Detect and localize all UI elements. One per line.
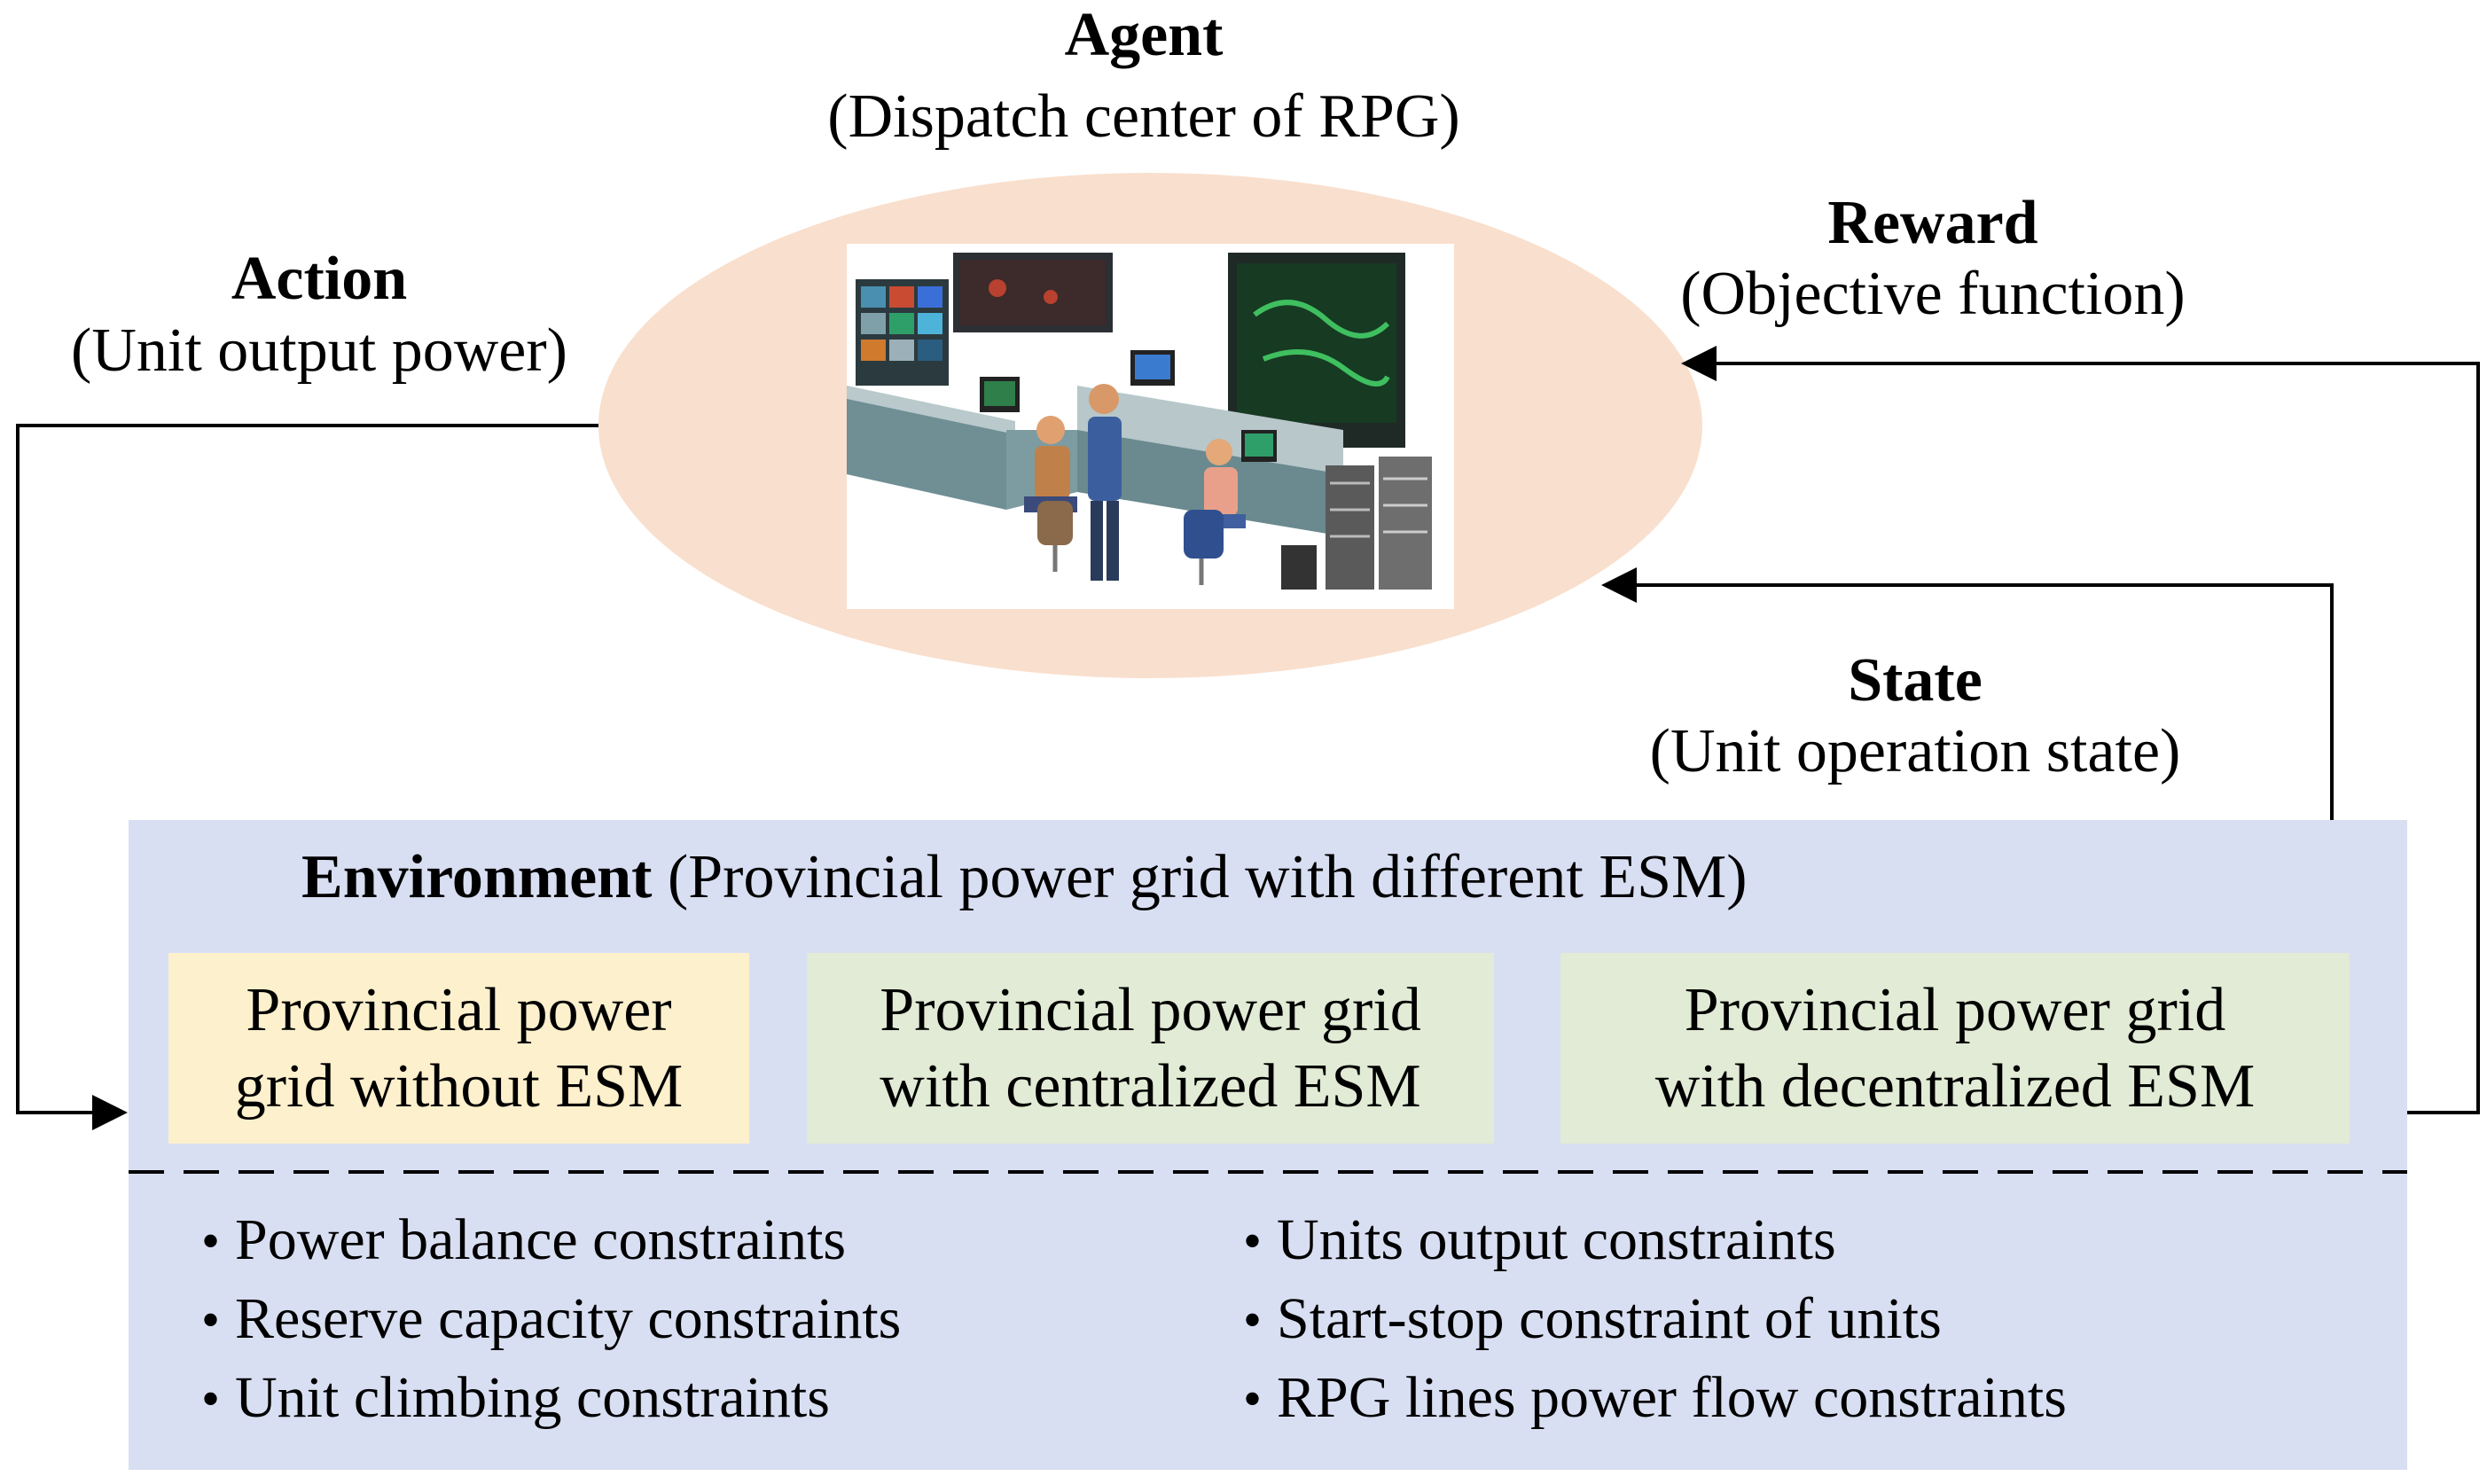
constraints-left-list: Power balance constraints Reserve capaci…: [186, 1201, 901, 1438]
box-line-1: Provincial power grid: [1684, 975, 2226, 1044]
environment-title: Environment (Provincial power grid with …: [301, 842, 1748, 913]
constraint-item: Start-stop constraint of units: [1228, 1280, 2067, 1359]
box-line-1: Provincial power grid: [880, 975, 1421, 1044]
reward-subtitle: (Objective function): [1680, 260, 2186, 328]
action-title: Action: [231, 245, 408, 313]
agent-subtitle: (Dispatch center of RPG): [827, 82, 1460, 151]
grid-centralized-esm-box: Provincial power grid with centralized E…: [807, 953, 1494, 1144]
constraint-item: Power balance constraints: [186, 1201, 901, 1280]
box-line-2: grid without ESM: [234, 1051, 684, 1121]
constraints-right-list: Units output constraints Start-stop cons…: [1228, 1201, 2067, 1438]
state-title: State: [1848, 646, 1983, 715]
action-subtitle: (Unit output power): [71, 316, 567, 385]
reward-arrow: [1681, 346, 2480, 1114]
agent-title: Agent: [1064, 1, 1224, 69]
box-line-2: with decentralized ESM: [1654, 1051, 2256, 1121]
constraint-item: Reserve capacity constraints: [186, 1280, 901, 1359]
action-arrow: [16, 424, 598, 1130]
constraint-item: RPG lines power flow constraints: [1228, 1359, 2067, 1438]
state-arrow: [1601, 567, 2334, 820]
dispatch-control-room-illustration: [847, 244, 1454, 609]
environment-title-rest: (Provincial power grid with different ES…: [652, 843, 1748, 911]
grid-without-esm-box: Provincial power grid without ESM: [168, 953, 749, 1144]
state-subtitle: (Unit operation state): [1649, 717, 2181, 785]
environment-title-bold: Environment: [301, 843, 653, 911]
constraint-item: Unit climbing constraints: [186, 1359, 901, 1438]
reward-title: Reward: [1827, 189, 2038, 257]
box-line-2: with centralized ESM: [880, 1051, 1421, 1121]
constraint-item: Units output constraints: [1228, 1201, 2067, 1280]
grid-decentralized-esm-box: Provincial power grid with decentralized…: [1560, 953, 2350, 1144]
box-line-1: Provincial power: [246, 975, 672, 1044]
